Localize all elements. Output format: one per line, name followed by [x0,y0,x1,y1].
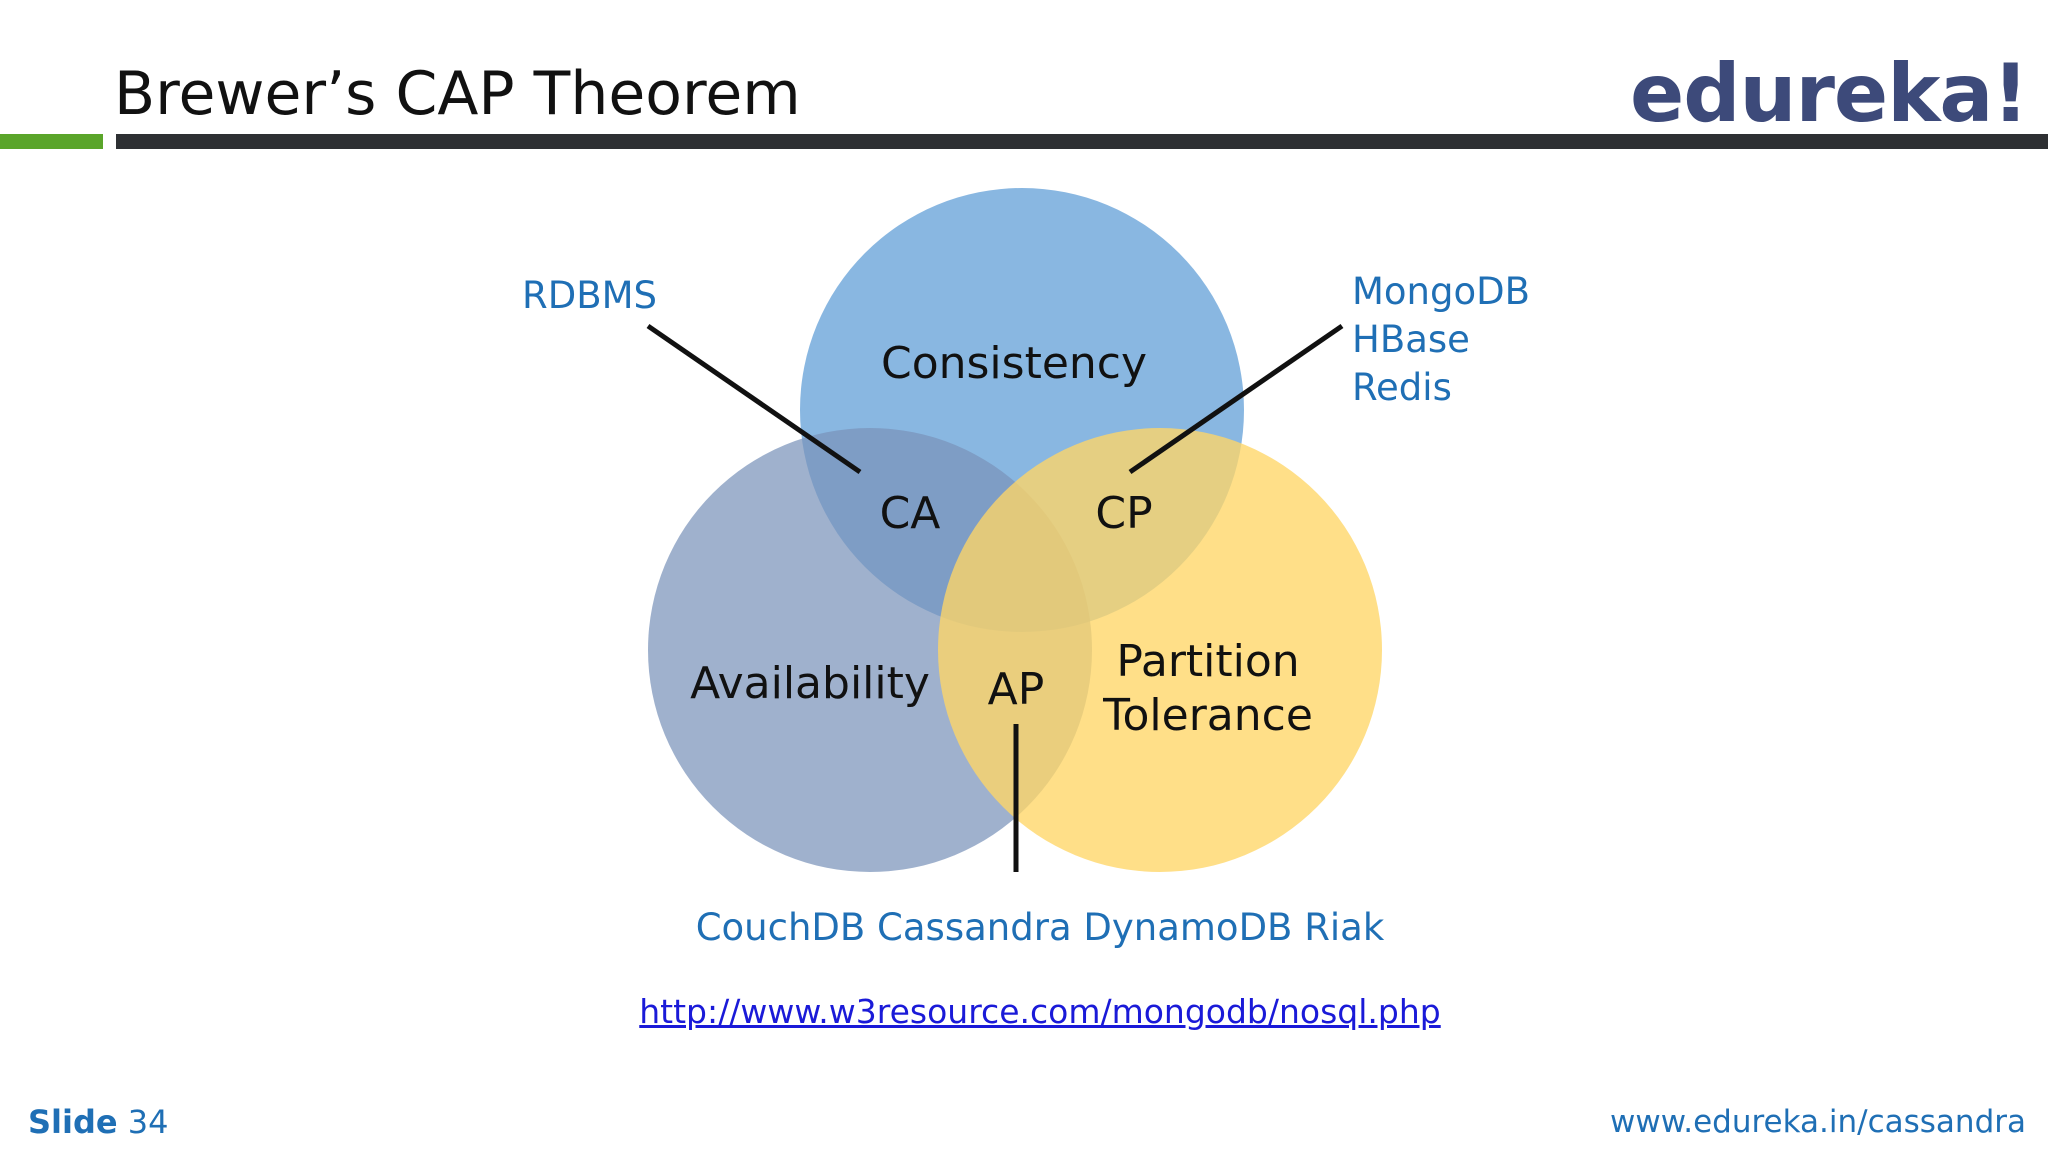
edureka-logo: edureka! [1630,47,2029,140]
source-link[interactable]: http://www.w3resource.com/mongodb/nosql.… [639,992,1441,1031]
partition-label-line1: Partition [1116,636,1299,687]
partition-label-line2: Tolerance [1102,690,1313,741]
partition-tolerance-circle [938,428,1382,872]
availability-label: Availability [690,658,930,709]
ap-databases-label: CouchDB Cassandra DynamoDB Riak [696,906,1385,949]
redis-label: Redis [1352,366,1452,409]
title-accent-bar [0,134,103,149]
slide-title: Brewer’s CAP Theorem [114,59,801,129]
slide-number-prefix: Slide [28,1103,118,1141]
rdbms-pointer-line [646,323,862,475]
consistency-label: Consistency [881,338,1147,389]
footer-url: www.edureka.in/cassandra [1610,1104,2026,1140]
title-divider-bar [116,134,2048,149]
slide-number-value: 34 [127,1103,169,1141]
ca-overlap-label: CA [880,488,941,539]
hbase-label: HBase [1352,318,1470,361]
slide-number: Slide 34 [28,1100,168,1144]
rdbms-label: RDBMS [522,274,657,317]
ap-overlap-label: AP [988,664,1045,715]
mongodb-label: MongoDB [1352,270,1530,313]
cp-pointer-line [1128,323,1344,475]
cp-overlap-label: CP [1095,488,1152,539]
